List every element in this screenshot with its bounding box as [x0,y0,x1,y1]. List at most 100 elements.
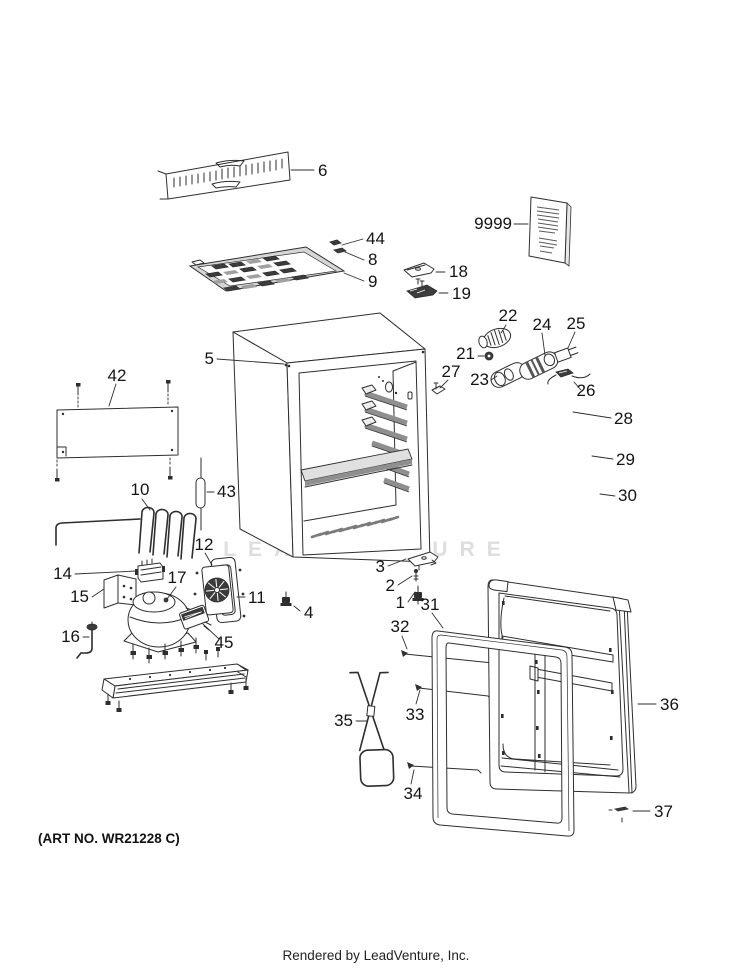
svg-text:26: 26 [577,381,596,400]
part-45-starter [179,604,212,631]
svg-text:44: 44 [366,229,385,248]
callout-34: 34 [404,769,423,803]
part-33-wire-rack [415,684,492,701]
callout-6: 6 [290,161,327,180]
callout-44: 44 [341,229,385,248]
callout-15: 15 [70,587,105,606]
svg-text:17: 17 [168,568,187,587]
shelf-rails [361,384,410,493]
svg-text:16: 16 [61,627,80,646]
part-9999-model-label [528,196,572,267]
svg-text:10: 10 [131,480,150,499]
base-rail [101,637,249,712]
callout-31: 31 [421,595,444,629]
svg-text:45: 45 [215,633,234,652]
part-8-clip [333,247,347,254]
svg-text:42: 42 [108,366,127,385]
part-12-fan [193,564,246,618]
part-19-hinge-cover [406,284,438,299]
part-18-hinge-cover [403,262,435,278]
callout-26: 26 [573,381,596,400]
callout-42: 42 [108,366,127,407]
panel-screws [55,380,173,482]
svg-text:4: 4 [304,603,313,622]
part-6-vent-grille [157,151,291,200]
svg-text:9999: 9999 [474,214,512,233]
callout-27: 27 [439,362,461,389]
cabinet-floor-ribs [310,515,400,539]
svg-text:30: 30 [618,486,637,505]
part-26-wire-clip [547,368,591,385]
svg-text:19: 19 [452,284,471,303]
callout-3: 3 [376,557,407,576]
svg-text:12: 12 [195,535,214,554]
callout-5: 5 [205,349,288,368]
callout-12: 12 [195,535,214,566]
svg-text:35: 35 [334,711,353,730]
callout-22: 22 [499,306,518,334]
callout-45: 45 [202,623,234,652]
svg-text:33: 33 [406,705,425,724]
svg-text:18: 18 [449,262,468,281]
svg-text:21: 21 [456,344,475,363]
svg-text:23: 23 [470,370,489,389]
callout-28: 28 [572,409,633,428]
svg-text:34: 34 [404,784,423,803]
callout-30: 30 [599,486,637,505]
callout-14: 14 [53,564,137,583]
part-22-thermostat-knob [478,327,512,349]
callout-25: 25 [567,314,585,349]
svg-text:22: 22 [499,306,518,325]
svg-text:9: 9 [368,272,377,291]
callout-21: 21 [456,344,485,363]
callout-9: 9 [343,272,377,291]
rail-screws [105,647,249,712]
svg-text:36: 36 [660,695,679,714]
svg-text:28: 28 [614,409,633,428]
svg-text:6: 6 [318,161,327,180]
svg-text:37: 37 [654,802,673,821]
callout-17: 17 [166,568,187,600]
callout-4: 4 [293,603,313,622]
callout-9999: 9999 [474,214,529,233]
callout-8: 8 [344,250,377,269]
callout-10: 10 [131,480,151,511]
part-4-leveling-foot [280,591,292,606]
mounting-bolts [130,637,199,664]
svg-text:24: 24 [533,315,552,334]
callout-16: 16 [61,627,90,646]
part-1-leveling-foot [412,585,424,605]
part-3-bottom-hinge [407,551,439,571]
callout-23: 23 [470,370,498,389]
part-24-thermostat-body [519,351,559,380]
cabinet-mid-shelf [300,448,413,488]
svg-text:1: 1 [396,593,405,612]
part-37-screw [608,806,630,823]
part-31-door-gasket [431,630,575,837]
part-10-condenser [55,506,197,560]
rendered-by-footer: Rendered by LeadVenture, Inc. [283,948,470,963]
svg-text:29: 29 [616,450,635,469]
callout-2: 2 [386,575,413,595]
svg-text:43: 43 [217,482,236,501]
svg-text:11: 11 [248,588,266,607]
callout-36: 36 [637,695,679,714]
callout-43: 43 [206,482,236,501]
part-25-connector [554,346,579,363]
callout-19: 19 [438,284,471,303]
part-42-rear-panel [55,380,179,482]
svg-text:3: 3 [376,557,385,576]
part-2-hinge-pin [413,569,419,582]
svg-text:27: 27 [442,362,461,381]
callout-33: 33 [406,689,425,724]
part-9-top-panel [188,246,346,292]
part-16-drain-tube [76,621,98,659]
part-44-clip [329,239,342,246]
hinge-screws [415,278,425,287]
part-35-x-wire-rack [349,671,395,787]
part-17-compressor [123,591,197,653]
part-21-grommet [484,351,494,361]
part-5-cabinet [232,312,431,563]
